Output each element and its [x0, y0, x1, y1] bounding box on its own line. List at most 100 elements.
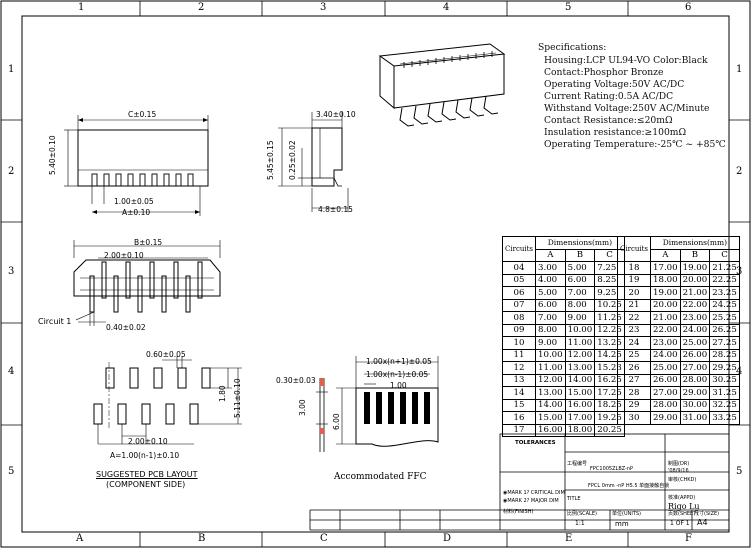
table-cell: 15 — [501, 398, 537, 412]
table-cell: 10 — [501, 336, 537, 350]
pcb-dim-a: A=1.00(n-1)±0.10 — [110, 451, 180, 460]
table-cell: 27.25 — [709, 336, 740, 350]
pcb-caption: SUGGESTED PCB LAYOUT — [96, 470, 198, 479]
header-dimensions: Dimensions(mm) — [650, 236, 740, 250]
table-cell: 14.00 — [535, 398, 566, 412]
ruler-left-3: 3 — [8, 266, 15, 277]
table-cell: 24.00 — [650, 348, 681, 362]
table-cell: 16 — [501, 411, 537, 425]
ruler-bottom-f: F — [685, 533, 692, 544]
table-cell: 7.00 — [564, 286, 596, 300]
side-dim-top: 3.40±0.10 — [316, 110, 356, 119]
table-cell: 28.00 — [650, 398, 681, 412]
table-cell: 29.00 — [650, 411, 681, 425]
pcb-dim-pitch: 2.00±0.10 — [128, 437, 168, 446]
ruler-bottom-d: D — [443, 533, 452, 544]
tb-draw-date: '08/9/16 — [668, 468, 689, 474]
ruler-top-1: 1 — [78, 2, 85, 13]
spec-title: Specifications: — [538, 42, 607, 53]
table-cell: 10.00 — [535, 348, 566, 362]
table-cell: 29.25 — [709, 361, 740, 375]
table-cell: 26 — [616, 361, 652, 375]
table-cell: 21.25 — [709, 261, 740, 275]
table-cell: 29 — [616, 398, 652, 412]
table-cell: 21.00 — [679, 286, 711, 300]
table-cell: 12.00 — [564, 348, 596, 362]
top-dim-b: B±0.15 — [134, 238, 163, 247]
table-cell: 19.00 — [679, 261, 711, 275]
table-cell: 4.00 — [535, 273, 566, 287]
ffc-dim-left: 0.30±0.03 — [276, 376, 316, 385]
spec-temperature: Operating Temperature:-25℃ ~ +85℃ — [544, 139, 726, 150]
table-cell: 8.00 — [564, 298, 596, 312]
table-cell: 31.25 — [709, 386, 740, 400]
ffc-dim-3: 1.00 — [390, 381, 407, 390]
table-cell: 04 — [501, 261, 537, 275]
header-col-b: B — [564, 248, 596, 262]
table-cell: 09 — [501, 323, 537, 337]
table-cell: 26.00 — [650, 373, 681, 387]
top-view-drawing — [73, 240, 221, 326]
table-cell: 11 — [501, 348, 537, 362]
tb-sheet: 1 OF 1 — [670, 520, 690, 527]
tb-scale-label: 比例(SCALE) — [567, 511, 597, 517]
table-cell: 33.25 — [709, 411, 740, 425]
table-cell: 13.00 — [535, 386, 566, 400]
table-cell: 20.00 — [650, 298, 681, 312]
ruler-right-5: 5 — [736, 466, 743, 477]
ffc-drawing — [316, 356, 439, 452]
table-cell: 06 — [501, 286, 537, 300]
side-dim-height: 5.45±0.15 — [266, 140, 275, 180]
ffc-dim-v1: 3.00 — [298, 399, 307, 416]
spec-current: Current Rating:0.5A AC/DC — [544, 91, 674, 102]
table-cell: 21.00 — [650, 311, 681, 325]
front-dim-c: C±0.15 — [128, 110, 157, 119]
ruler-right-2: 2 — [736, 166, 743, 177]
tb-unit: mm — [615, 520, 629, 528]
table-cell: 20.00 — [679, 273, 711, 287]
table-cell: 15.00 — [564, 386, 596, 400]
tb-size-label: 尺寸(SIZE) — [694, 511, 720, 517]
table-cell: 22.00 — [679, 298, 711, 312]
table-cell: 26.25 — [709, 323, 740, 337]
table-cell: 24.00 — [679, 323, 711, 337]
table-cell: 8.00 — [535, 323, 566, 337]
table-cell: 22.00 — [650, 323, 681, 337]
tb-scale: 1:1 — [575, 520, 585, 527]
header-col-a: A — [650, 248, 681, 262]
ffc-dim-v2: 6.00 — [332, 413, 341, 430]
table-cell: 22.25 — [709, 273, 740, 287]
side-dim-bottom: 4.8±0.15 — [318, 205, 353, 214]
table-cell: 10.00 — [564, 323, 596, 337]
table-cell: 5.00 — [535, 286, 566, 300]
header-dimensions: Dimensions(mm) — [535, 236, 625, 250]
table-cell: 32.25 — [709, 398, 740, 412]
tb-size: A4 — [697, 518, 708, 527]
table-cell: 12.00 — [535, 373, 566, 387]
ruler-bottom-a: A — [76, 533, 84, 544]
table-cell: 23.00 — [650, 336, 681, 350]
ffc-caption: Accommodated FFC — [334, 472, 427, 482]
tb-material: 材料(FINISH) — [503, 509, 534, 515]
tb-unit-label: 单位(UNITS) — [612, 511, 642, 517]
table-cell: 12 — [501, 361, 537, 375]
side-view-drawing — [278, 112, 349, 212]
table-cell: 5.00 — [564, 261, 596, 275]
table-cell: 25 — [616, 348, 652, 362]
pcb-caption-sub: (COMPONENT SIDE) — [106, 480, 186, 489]
